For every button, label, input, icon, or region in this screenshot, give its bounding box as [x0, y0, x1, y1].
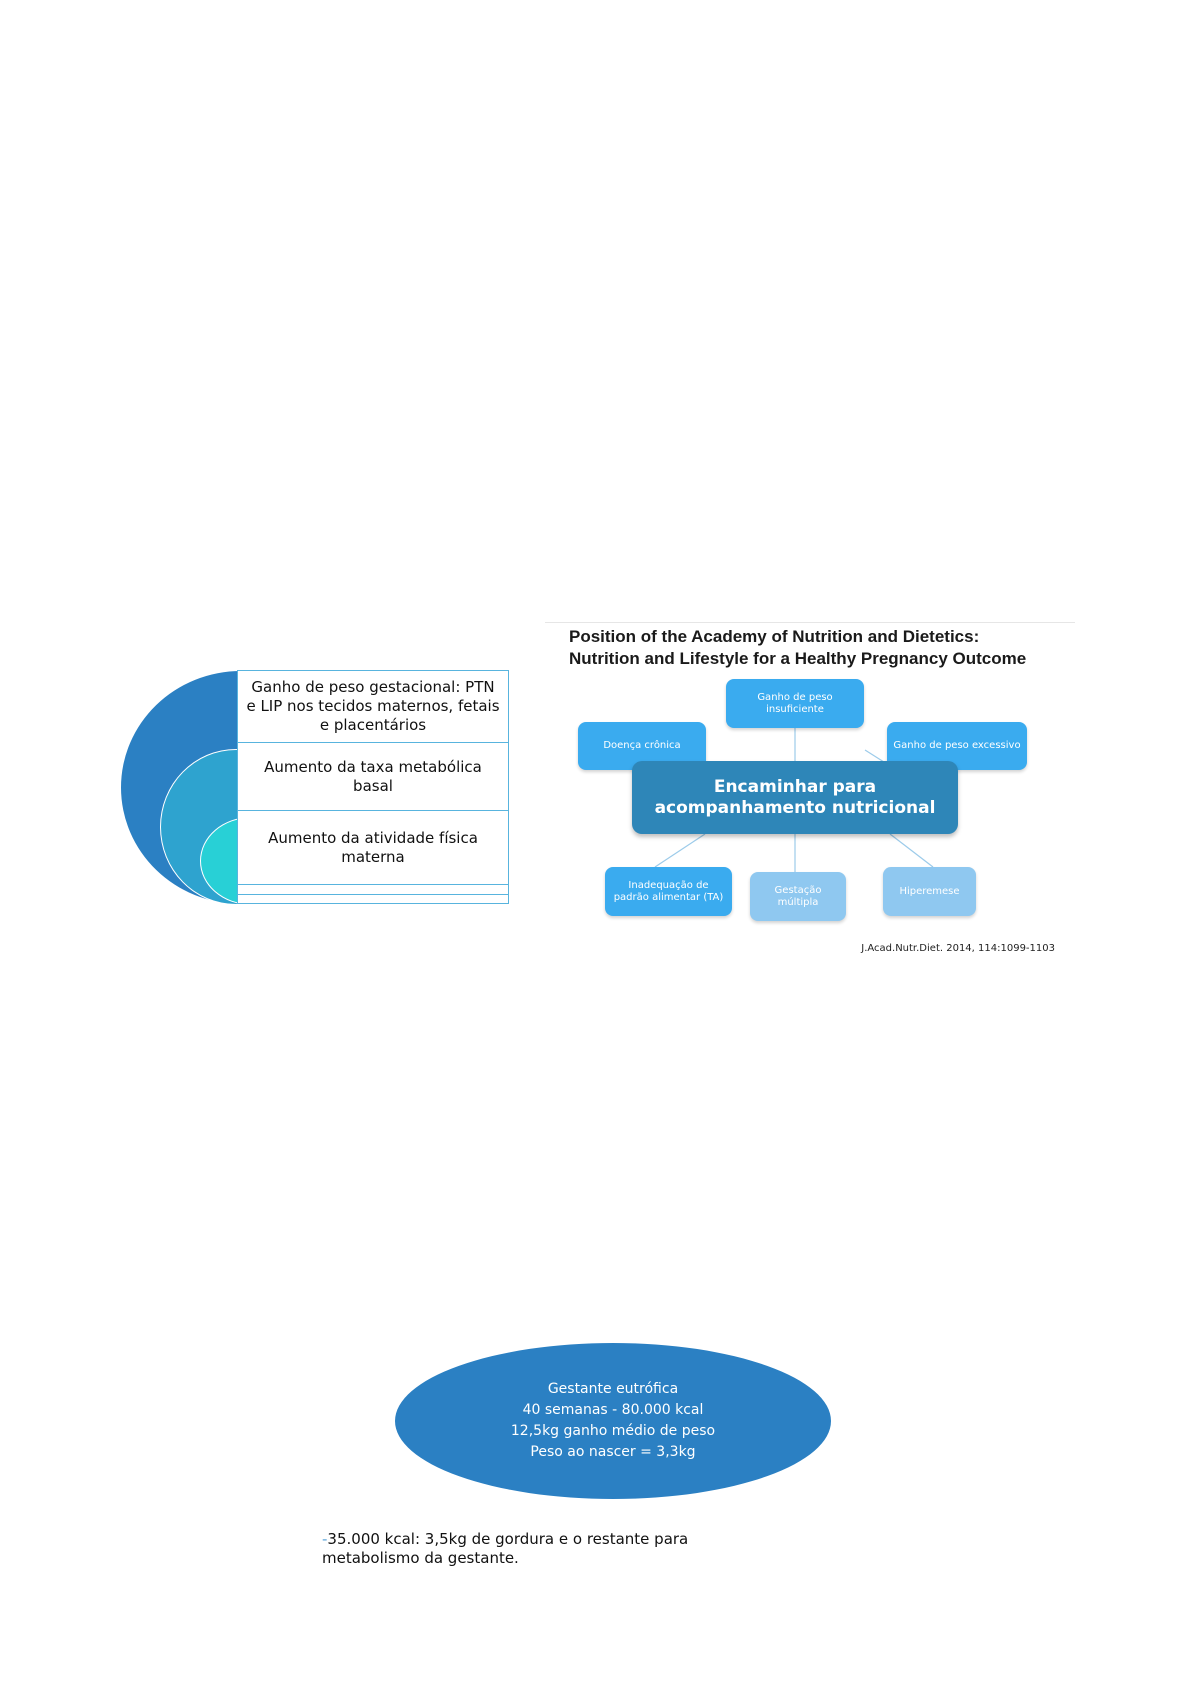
connector-lines [644, 728, 934, 872]
flow-title-line2: Nutrition and Lifestyle for a Healthy Pr… [569, 649, 1027, 668]
summary-line: 40 semanas - 80.000 kcal [522, 1402, 704, 1418]
summary-line: 12,5kg ganho médio de peso [510, 1423, 716, 1439]
summary-line: Gestante eutrófica [547, 1381, 679, 1397]
flow-diagram: Position of the Academy of Nutrition and… [545, 622, 1075, 962]
center-node-label: Encaminhar para acompanhamento nutricion… [654, 776, 936, 818]
node-label: Gestação múltipla [774, 884, 822, 908]
node-insufficient-gain: Ganho de peso insuficiente [726, 679, 864, 728]
node-label: Ganho de peso insuficiente [757, 691, 833, 715]
summary-ellipse: Gestante eutrófica 40 semanas - 80.000 k… [394, 1342, 832, 1500]
nested-item-metabolic-rate: Aumento da taxa metabólica basal [237, 742, 509, 811]
nested-item-physical-activity: Aumento da atividade física materna [237, 810, 509, 885]
node-label: Hiperemese [899, 885, 960, 897]
footnote-line2: metabolismo da gestante. [322, 1549, 519, 1567]
footnote-text: 35.000 kcal: 3,5kg de gordura e o restan… [327, 1530, 689, 1548]
nested-item-label: Aumento da taxa metabólica basal [264, 757, 482, 795]
node-hyperemesis: Hiperemese [883, 867, 976, 916]
node-label: Inadequação de padrão alimentar (TA) [613, 879, 724, 903]
nested-item-weight-gain: Ganho de peso gestacional: PTN e LIP nos… [237, 670, 509, 743]
summary-line: Peso ao nascer = 3,3kg [530, 1444, 696, 1460]
nested-item-label: Aumento da atividade física materna [268, 828, 478, 866]
summary-lines: Gestante eutrófica 40 semanas - 80.000 k… [511, 1379, 715, 1463]
footnote: -35.000 kcal: 3,5kg de gordura e o resta… [322, 1530, 688, 1568]
flow-title-line1: Position of the Academy of Nutrition and… [569, 627, 980, 646]
nested-empty-row [237, 894, 509, 904]
node-label: Doença crônica [603, 740, 681, 751]
node-inadequate-diet: Inadequação de padrão alimentar (TA) [605, 867, 732, 916]
nested-diagram: Ganho de peso gestacional: PTN e LIP nos… [120, 670, 510, 910]
center-node: Encaminhar para acompanhamento nutricion… [632, 761, 958, 834]
bullet-dash: - [322, 1530, 328, 1548]
connector-line [654, 833, 706, 868]
reference-citation: J.Acad.Nutr.Diet. 2014, 114:1099-1103 [861, 943, 1055, 954]
divider [545, 622, 1075, 623]
node-label: Ganho de peso excessivo [893, 740, 1021, 751]
connector-line [889, 833, 934, 868]
footnote-line1: -35.000 kcal: 3,5kg de gordura e o resta… [322, 1530, 688, 1549]
nested-item-label: Ganho de peso gestacional: PTN e LIP nos… [246, 678, 500, 734]
node-multiple-pregnancy: Gestação múltipla [750, 872, 846, 921]
